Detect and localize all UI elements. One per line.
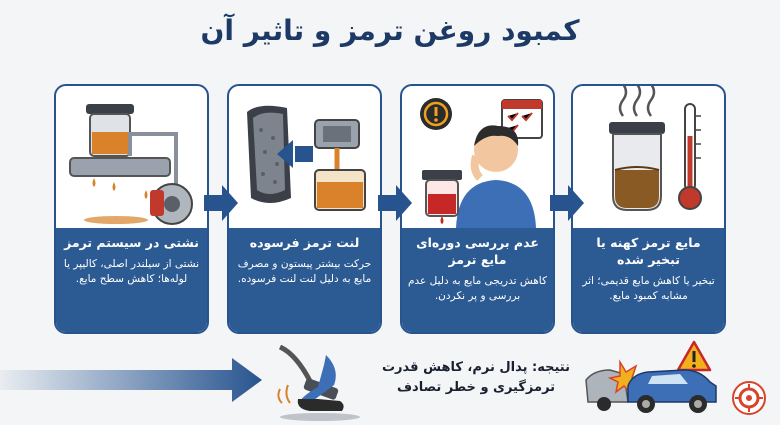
- arrow-right-icon: [550, 185, 584, 221]
- card-band: لنت ترمز فرسوده حرکت بیشتر پیستون و مصرف…: [229, 228, 380, 332]
- arrow-right-icon: [378, 185, 412, 221]
- card-worn-pads: لنت ترمز فرسوده حرکت بیشتر پیستون و مصرف…: [227, 84, 382, 334]
- warning-icon: [676, 340, 712, 372]
- card-no-inspection: عدم بررسی دوره‌ای مایع ترمز کاهش تدریجی …: [400, 84, 555, 334]
- card-description: حرکت بیشتر پیستون و مصرف مایع به دلیل لن…: [237, 258, 372, 285]
- card-band: عدم بررسی دوره‌ای مایع ترمز کاهش تدریجی …: [402, 228, 553, 332]
- card-old-fluid: مایع ترمز کهنه یا تبخیر شده تبخیر یا کاه…: [571, 84, 726, 334]
- brake-leak-icon: [69, 104, 193, 225]
- card-band: مایع ترمز کهنه یا تبخیر شده تبخیر یا کاه…: [573, 228, 724, 332]
- brake-pedal-icon: [277, 345, 360, 421]
- car-crash-icon: [585, 340, 717, 413]
- brake-pad-icon: [247, 105, 366, 211]
- card-title: لنت ترمز فرسوده: [249, 235, 360, 250]
- card-title: عدم بررسی دوره‌ای مایع ترمز: [416, 235, 539, 267]
- card-band: نشتی در سیستم ترمز نشتی از سیلندر اصلی، …: [56, 228, 207, 332]
- card-title: نشتی در سیستم ترمز: [64, 235, 199, 250]
- old-fluid-icon: [609, 86, 702, 211]
- page-title: کمبود روغن ترمز و تاثیر آن: [200, 14, 580, 47]
- worried-driver-icon: [420, 98, 543, 228]
- card-description: تبخیر یا کاهش مایع قدیمی؛ اثر مشابه کمبو…: [582, 275, 715, 302]
- brand-logo-icon: [732, 381, 766, 415]
- card-description: کاهش تدریجی مایع به دلیل عدم بررسی و پر …: [408, 275, 547, 302]
- card-title: مایع ترمز کهنه یا تبخیر شده: [596, 235, 701, 267]
- long-arrow-icon: [0, 358, 262, 402]
- card-brake-leak: نشتی در سیستم ترمز نشتی از سیلندر اصلی، …: [54, 84, 209, 334]
- arrow-right-icon: [204, 185, 238, 221]
- result-text: نتیجه: پدال نرم، کاهش قدرت ترمزگیری و خط…: [381, 360, 570, 395]
- card-description: نشتی از سیلندر اصلی، کالیپر یا لوله‌ها؛ …: [63, 258, 200, 285]
